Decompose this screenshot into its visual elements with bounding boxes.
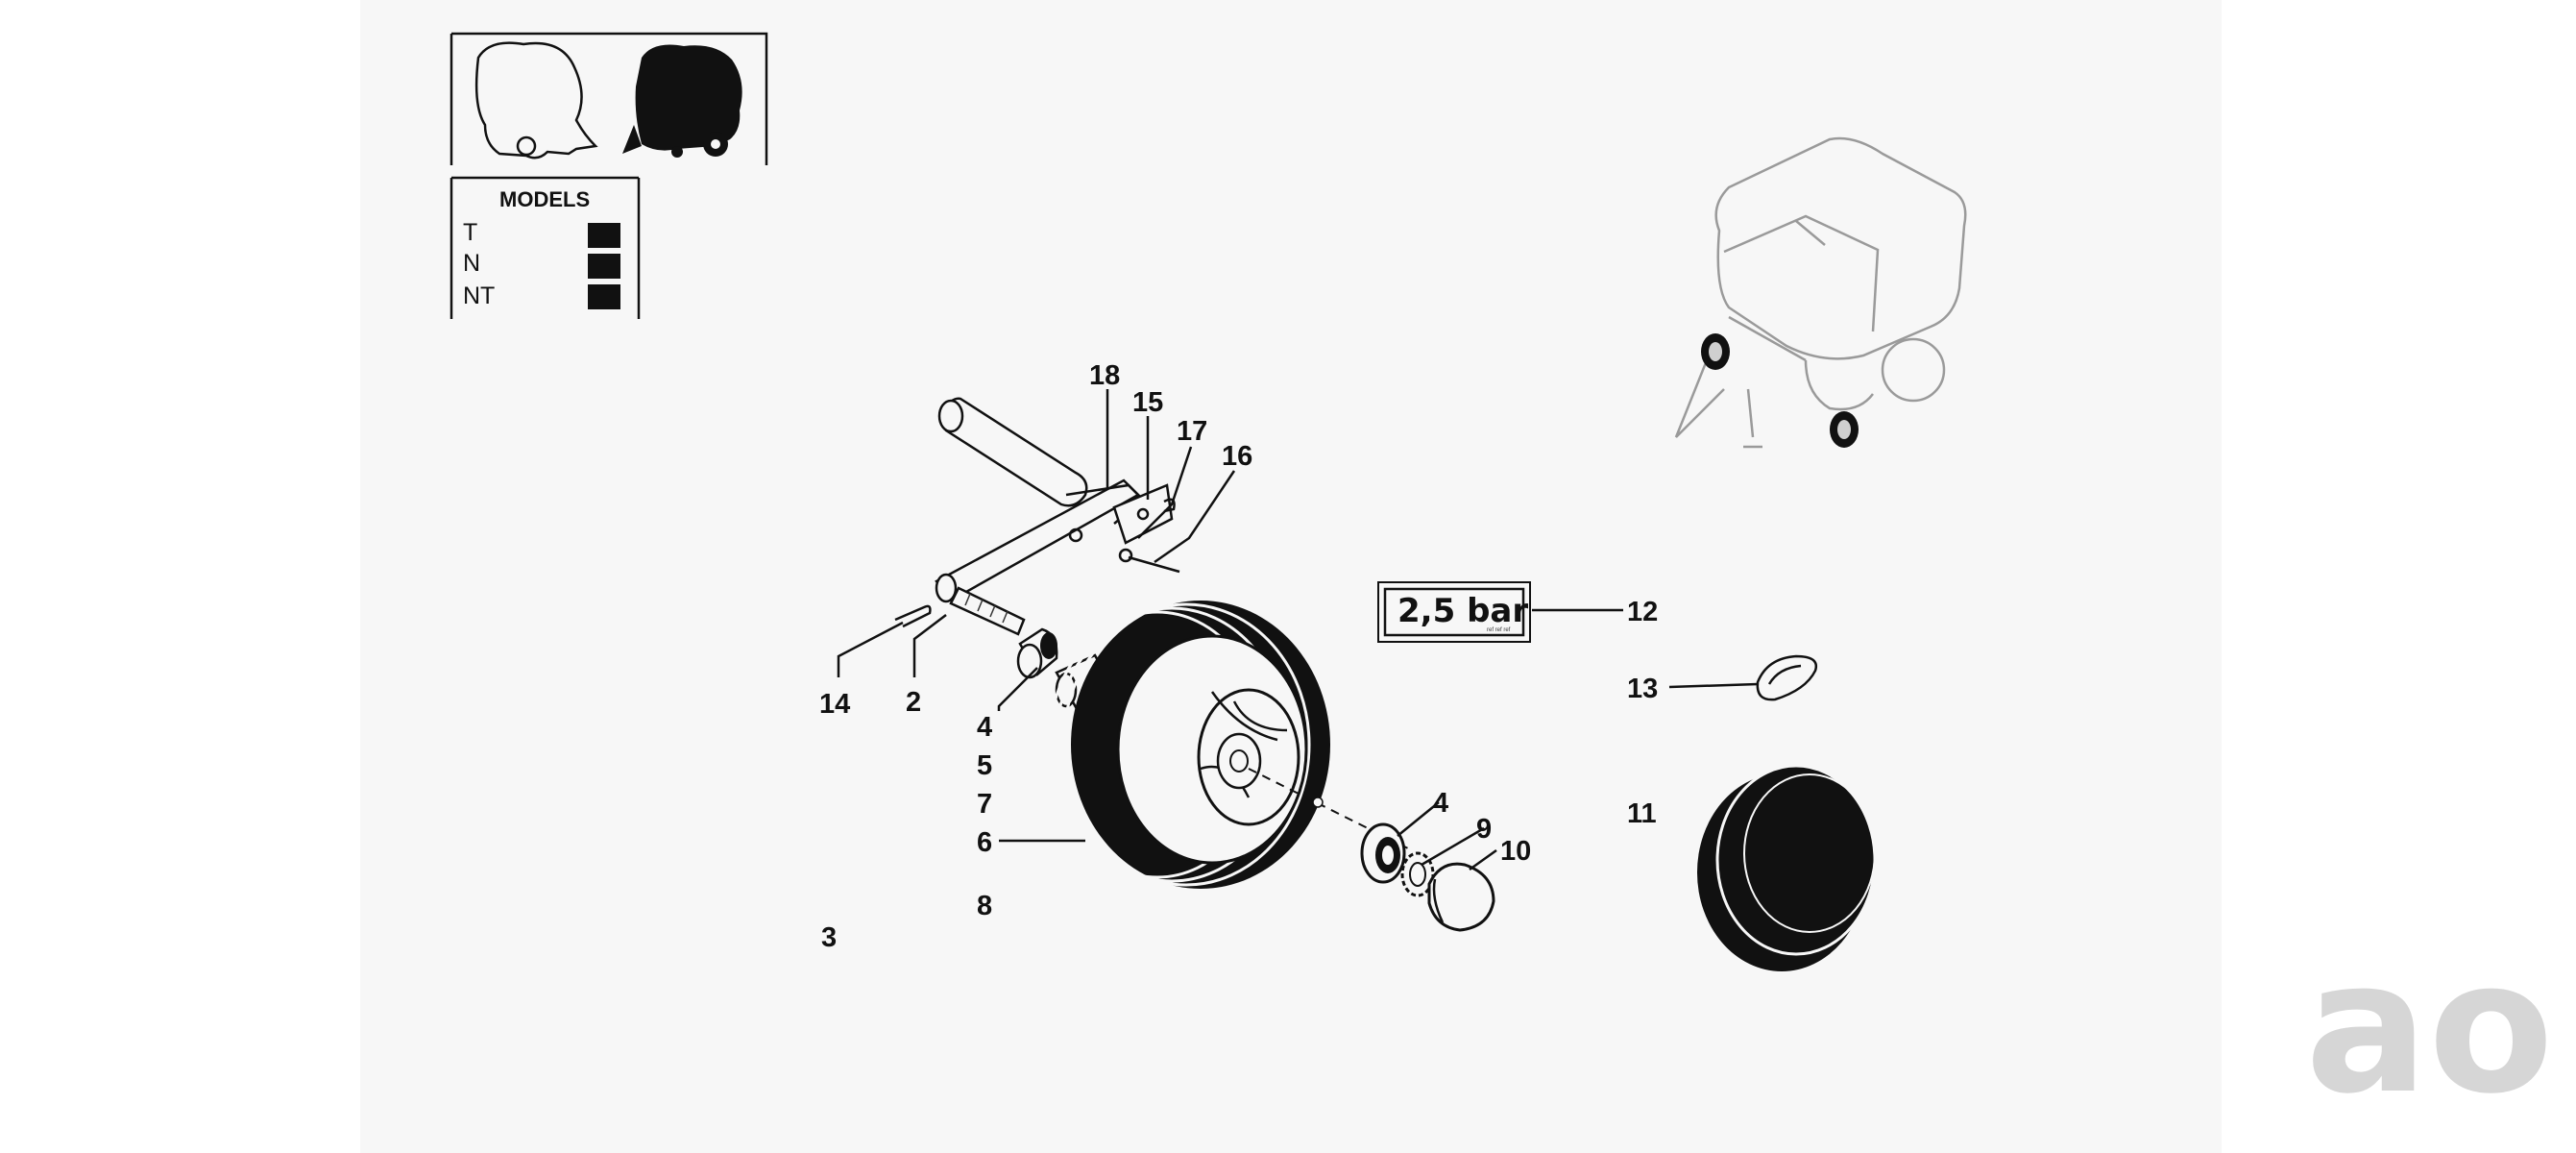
models-legend-title: MODELS [499,187,590,211]
callout-10: 10 [1500,836,1531,867]
callout-2: 2 [906,687,921,718]
baler-outline-icon [474,41,598,159]
callout-8: 8 [977,891,992,921]
model-row-label: NT [463,282,495,309]
models-legend: MODELS T N NT [450,176,641,319]
machine-thumbnail [450,32,768,165]
watermark-text: ao [2305,921,2554,1134]
callout-6: 6 [977,827,992,858]
callout-18: 18 [1089,360,1120,391]
model-n-indicator [588,254,620,279]
baler-location-sketch [1674,136,1967,449]
callout-4-outer: 4 [1433,788,1448,819]
callout-11: 11 [1627,798,1657,829]
pressure-decal-subtext: ref ref ref [1487,627,1511,633]
callout-12: 12 [1627,597,1658,627]
outer-bearing [1360,822,1406,884]
baler-silhouette-icon [622,44,742,158]
spare-tire [1697,764,1877,971]
callout-5: 5 [977,750,992,781]
leader-lines [837,389,1759,871]
model-t-indicator [588,223,620,248]
callout-16: 16 [1222,441,1252,472]
callout-15: 15 [1132,387,1163,418]
callout-17: 17 [1177,416,1207,447]
pressure-decal: 2,5 bar ref ref ref [1377,581,1531,643]
model-nt-indicator [588,284,620,309]
grease-nipple-icon [1312,797,1324,808]
watermark-logo: ao [2305,921,2554,1134]
drawing-sheet [360,0,2222,1153]
sketch-wheel-right [1830,411,1859,448]
inner-bearing [1016,627,1058,679]
sketch-wheel-left [1701,333,1730,370]
callout-13: 13 [1627,674,1658,704]
callout-3: 3 [821,922,837,953]
hub-cap [1427,862,1495,932]
model-row-label: T [463,219,477,246]
tire-valve [1756,654,1818,701]
callout-9: 9 [1476,814,1492,845]
main-wheel [1047,601,1330,889]
pressure-decal-text: 2,5 bar [1397,592,1528,630]
callout-7: 7 [977,789,992,820]
axle-arm-assembly [894,397,1180,636]
callout-4: 4 [977,712,992,743]
callout-labels: 18 15 17 16 14 2 4 5 7 6 8 3 4 9 10 12 1… [819,360,1658,953]
model-row-label: N [463,250,480,277]
callout-14: 14 [819,689,850,720]
